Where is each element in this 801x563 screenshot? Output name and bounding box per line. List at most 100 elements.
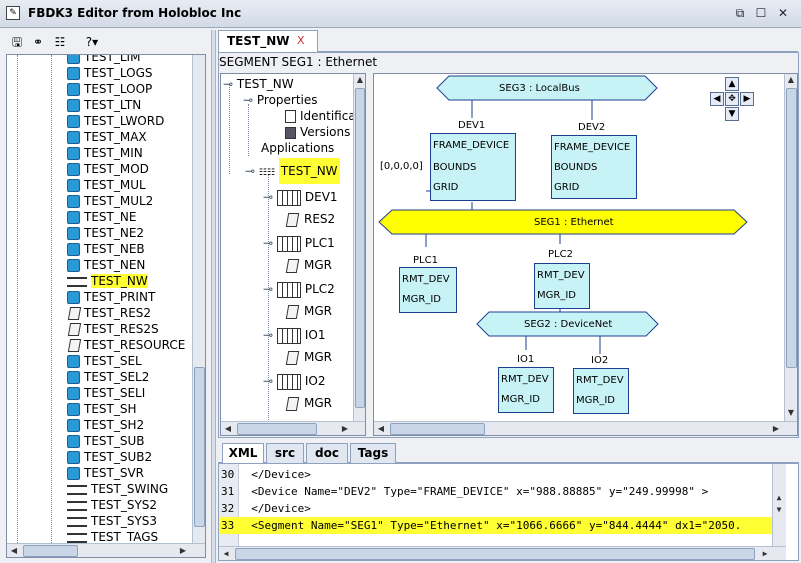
io2-device[interactable]: RMT_DEV MGR_ID (573, 368, 629, 414)
tab-src[interactable]: src (266, 443, 304, 463)
library-item[interactable]: TEST_RES2 (67, 305, 151, 321)
tree-versions[interactable]: Versions (285, 123, 350, 141)
library-item[interactable]: TEST_NW (67, 273, 148, 289)
tree-resource[interactable]: MGR (285, 302, 332, 320)
seg2-label[interactable]: SEG2 : DeviceNet (524, 319, 613, 330)
xml-vscroll[interactable]: ▲ ▼ (772, 464, 786, 546)
library-item[interactable]: TEST_SEL (67, 353, 142, 369)
center-icon[interactable]: ✥ (725, 92, 739, 106)
library-item[interactable]: TEST_SUB2 (67, 449, 152, 465)
maximize-icon[interactable]: ☐ (755, 6, 767, 20)
tab-close-icon[interactable]: X (297, 34, 305, 47)
library-item[interactable]: TEST_TAGS (67, 529, 158, 545)
library-item[interactable]: TEST_SWING (67, 481, 168, 497)
io1-device[interactable]: RMT_DEV MGR_ID (498, 367, 554, 413)
tree-applications[interactable]: Applications (261, 141, 335, 155)
function-block-icon (67, 259, 80, 272)
tree-resource[interactable]: RES2 (285, 210, 335, 228)
function-block-icon (67, 451, 80, 464)
library-item[interactable]: TEST_SH2 (67, 417, 144, 433)
tab-xml[interactable]: XML (222, 443, 264, 463)
tab-doc[interactable]: doc (306, 443, 348, 463)
seg1-bus (378, 209, 748, 235)
tree-device[interactable]: ⊸ IO1 (263, 327, 326, 344)
tree-resource[interactable]: MGR (285, 394, 332, 412)
library-item-label: TEST_SEL (84, 354, 142, 368)
xml-line[interactable]: 33 <Segment Name="SEG1" Type="Ethernet" … (219, 517, 779, 534)
library-item[interactable]: TEST_RESOURCE (67, 337, 185, 353)
close-icon[interactable]: ✕ (777, 6, 789, 20)
tree-device[interactable]: ⊸ PLC1 (263, 235, 335, 252)
diagram-hscroll[interactable]: ◀ ▶ (374, 421, 797, 435)
library-item[interactable]: TEST_MAX (67, 129, 147, 145)
diagram-vscroll[interactable]: ▲ ▼ (784, 74, 797, 421)
xml-hscroll[interactable]: ◀ ▶ (219, 546, 786, 560)
library-item[interactable]: TEST_MOD (67, 161, 149, 177)
plc1-device[interactable]: RMT_DEV MGR_ID (399, 267, 457, 313)
system-tree-vscroll[interactable]: ▲ (353, 74, 365, 422)
tree-device[interactable]: ⊸ IO2 (263, 373, 326, 390)
library-item[interactable]: TEST_SH (67, 401, 137, 417)
library-item-label: TEST_SELI (84, 386, 146, 400)
xml-line[interactable]: 30 </Device> (221, 468, 311, 481)
library-item[interactable]: TEST_NEB (67, 241, 145, 257)
library-item[interactable]: TEST_SYS2 (67, 497, 157, 513)
tree-root[interactable]: ⊸ TEST_NW (223, 77, 294, 91)
system-tree-hscroll[interactable]: ◀ ▶ (221, 421, 365, 435)
tab-tags[interactable]: Tags (350, 443, 396, 463)
library-item[interactable]: TEST_NE2 (67, 225, 144, 241)
library-item[interactable]: TEST_RES2S (67, 321, 159, 337)
plc2-device[interactable]: RMT_DEV MGR_ID (534, 263, 590, 309)
library-item[interactable]: TEST_SEL2 (67, 369, 149, 385)
library-item[interactable]: TEST_NE (67, 209, 136, 225)
library-item[interactable]: TEST_SVR (67, 465, 144, 481)
pan-down-icon[interactable]: ▼ (725, 107, 739, 121)
split-divider[interactable] (211, 30, 216, 563)
xml-line[interactable]: 31 <Device Name="DEV2" Type="FRAME_DEVIC… (221, 485, 709, 498)
library-item[interactable]: TEST_MIN (67, 145, 143, 161)
library-item[interactable]: TEST_NEN (67, 257, 145, 273)
list-icon[interactable]: ☷ (54, 35, 66, 49)
binoculars-icon[interactable]: ⚭ (32, 35, 44, 49)
library-item[interactable]: TEST_MUL (67, 177, 146, 193)
xml-source-view[interactable]: 30 </Device> 31 <Device Name="DEV2" Type=… (218, 463, 799, 561)
restore-icon[interactable]: ⧉ (735, 6, 745, 20)
dev1-device[interactable]: FRAME_DEVICE BOUNDS GRID (430, 133, 516, 201)
library-item[interactable]: TEST_LOOP (67, 81, 152, 97)
pan-up-icon[interactable]: ▲ (725, 77, 739, 91)
library-item[interactable]: TEST_LIM (67, 55, 140, 65)
network-icon (67, 532, 87, 543)
tree-resource[interactable]: MGR (285, 348, 332, 366)
dev2-device[interactable]: FRAME_DEVICE BOUNDS GRID (551, 135, 637, 199)
tree-device[interactable]: ⊸ DEV1 (263, 189, 338, 206)
help-icon[interactable]: ?▾ (85, 35, 99, 49)
tree-identification[interactable]: Identificat (285, 107, 360, 125)
seg3-label[interactable]: SEG3 : LocalBus (499, 83, 580, 94)
xml-line[interactable]: 32 </Device> (221, 502, 311, 515)
seg1-label[interactable]: SEG1 : Ethernet (534, 217, 614, 228)
tree-properties[interactable]: ⊸ Properties (243, 93, 318, 107)
library-item[interactable]: TEST_LTN (67, 97, 141, 113)
pan-left-icon[interactable]: ◀ (710, 92, 724, 106)
library-item[interactable]: TEST_LOGS (67, 65, 152, 81)
pan-right-icon[interactable]: ▶ (740, 92, 754, 106)
library-item[interactable]: TEST_SYS3 (67, 513, 157, 529)
library-item[interactable]: TEST_SELI (67, 385, 145, 401)
save-icon[interactable]: 🖫 (11, 35, 23, 49)
tree-network[interactable]: ⊸ ☷☷ TEST_NW (245, 158, 340, 184)
tree-resource[interactable]: MGR (285, 256, 332, 274)
bounds-value[interactable]: [0,0,0,0] (380, 161, 423, 172)
resource-icon (285, 350, 300, 365)
library-item[interactable]: TEST_LWORD (67, 113, 164, 129)
library-item-label: TEST_SEL2 (84, 370, 150, 384)
library-tree-hscroll[interactable]: ◀ ▶ (7, 543, 205, 557)
library-item[interactable]: TEST_SUB (67, 433, 145, 449)
network-icon (67, 276, 87, 287)
library-tree-vscroll[interactable] (192, 55, 205, 543)
tree-device[interactable]: ⊸ PLC2 (263, 281, 335, 298)
tab-test-nw[interactable]: TEST_NW X (218, 30, 318, 52)
library-item[interactable]: TEST_MUL2 (67, 193, 153, 209)
seg2-bus (476, 311, 659, 337)
library-item-label: TEST_LOGS (84, 66, 153, 80)
library-item[interactable]: TEST_PRINT (67, 289, 155, 305)
